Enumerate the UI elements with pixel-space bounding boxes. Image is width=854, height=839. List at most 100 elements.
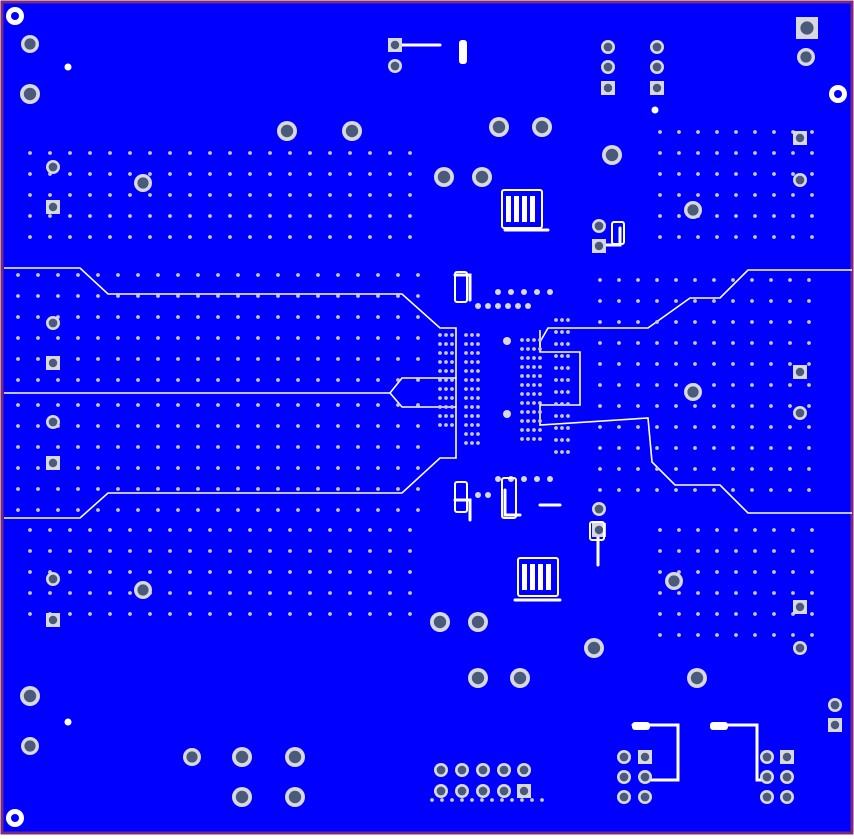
via — [734, 528, 738, 532]
via — [368, 612, 372, 616]
drill-hole — [437, 170, 451, 184]
via — [248, 591, 252, 595]
via — [532, 383, 536, 387]
via — [376, 378, 380, 382]
via — [658, 214, 662, 218]
via — [438, 387, 442, 391]
via — [176, 466, 180, 470]
via — [712, 320, 716, 324]
via — [56, 378, 60, 382]
via — [388, 193, 392, 197]
via — [734, 172, 738, 176]
via — [520, 383, 524, 387]
smd-pad — [522, 196, 527, 222]
via — [396, 336, 400, 340]
via — [136, 508, 140, 512]
via — [408, 549, 412, 553]
via — [28, 235, 32, 239]
via — [810, 151, 814, 155]
via — [136, 336, 140, 340]
via — [538, 347, 542, 351]
drill-hole — [594, 241, 604, 251]
drill-hole — [687, 204, 699, 216]
via — [617, 488, 621, 492]
via — [769, 446, 773, 450]
via — [116, 508, 120, 512]
via — [256, 466, 260, 470]
via — [538, 437, 542, 441]
ic-footprint — [517, 557, 559, 597]
via — [248, 151, 252, 155]
via — [526, 401, 530, 405]
via — [288, 193, 292, 197]
via — [444, 405, 448, 409]
via — [734, 235, 738, 239]
via — [96, 403, 100, 407]
via — [208, 549, 212, 553]
via — [388, 612, 392, 616]
drill-hole — [762, 772, 772, 782]
via — [208, 214, 212, 218]
via — [276, 294, 280, 298]
via — [696, 193, 700, 197]
via — [308, 172, 312, 176]
via — [288, 214, 292, 218]
via — [208, 151, 212, 155]
via — [734, 549, 738, 553]
via — [788, 299, 792, 303]
via — [560, 450, 564, 454]
via — [328, 612, 332, 616]
via — [136, 487, 140, 491]
via — [108, 193, 112, 197]
via — [693, 404, 697, 408]
via — [56, 445, 60, 449]
via — [16, 487, 20, 491]
via — [734, 612, 738, 616]
via — [116, 403, 120, 407]
via — [532, 356, 536, 360]
via — [256, 273, 260, 277]
via — [753, 193, 757, 197]
via — [750, 320, 754, 324]
via — [655, 404, 659, 408]
smd-pad — [454, 481, 468, 513]
drill-hole — [619, 792, 629, 802]
drill-hole — [762, 792, 772, 802]
via — [520, 338, 524, 342]
via — [296, 466, 300, 470]
via — [348, 528, 352, 532]
via — [316, 487, 320, 491]
via — [296, 445, 300, 449]
via — [216, 357, 220, 361]
via — [495, 476, 501, 482]
via — [636, 362, 640, 366]
drill-hole — [640, 772, 650, 782]
via — [503, 337, 511, 345]
via — [328, 151, 332, 155]
via — [636, 488, 640, 492]
via — [753, 151, 757, 155]
via — [388, 172, 392, 176]
via — [376, 336, 380, 340]
via — [772, 193, 776, 197]
via — [791, 528, 795, 532]
via — [788, 425, 792, 429]
via — [464, 333, 468, 337]
via — [658, 130, 662, 134]
via — [396, 315, 400, 319]
via — [791, 570, 795, 574]
via — [538, 419, 542, 423]
via — [731, 383, 735, 387]
via — [520, 419, 524, 423]
via — [712, 299, 716, 303]
via — [56, 403, 60, 407]
via — [753, 235, 757, 239]
via — [348, 570, 352, 574]
via — [450, 405, 454, 409]
via — [68, 612, 72, 616]
via — [598, 467, 602, 471]
via — [388, 151, 392, 155]
via — [515, 303, 521, 309]
via — [416, 336, 420, 340]
